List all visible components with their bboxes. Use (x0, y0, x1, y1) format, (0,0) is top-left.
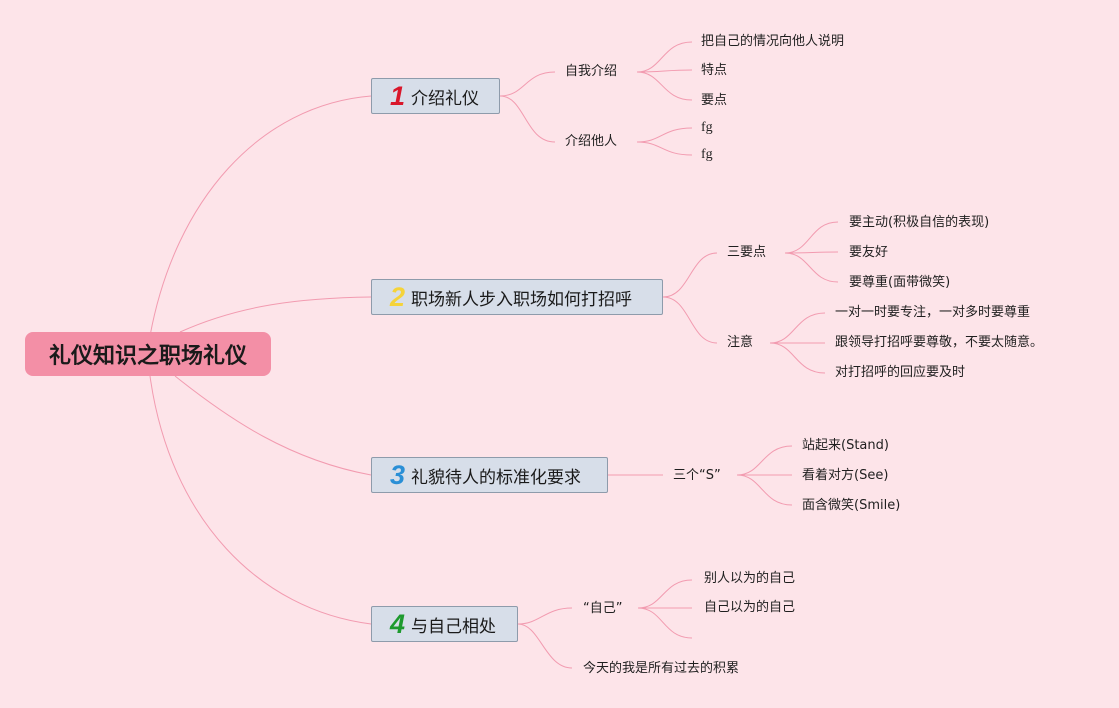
link-s3-l3 (784, 252, 839, 283)
subtopic-self-intro[interactable]: 自我介绍 (565, 64, 618, 79)
leaf-topic[interactable]: 别人以为的自己 (704, 571, 796, 586)
subtopic-three-s[interactable]: 三个“S” (673, 468, 721, 483)
branch-title: 职场新人步入职场如何打招呼 (411, 289, 633, 310)
link-b1-s1 (499, 71, 556, 97)
leaf-topic[interactable]: 特点 (701, 63, 728, 78)
link-s3-l2 (784, 251, 839, 254)
link-b1-s2 (499, 95, 556, 143)
branch-title: 礼貌待人的标准化要求 (411, 467, 582, 488)
link-s5-l3 (736, 474, 793, 506)
link-s1-l3 (636, 71, 693, 101)
link-s2-l2 (636, 141, 693, 156)
number-four-icon: 4 (390, 608, 406, 639)
leaf-topic[interactable]: 要友好 (849, 245, 889, 260)
leaf-topic[interactable]: 要主动(积极自信的表现) (849, 215, 990, 230)
root-topic[interactable]: 礼仪知识之职场礼仪 (25, 332, 271, 376)
leaf-topic[interactable]: 站起来(Stand) (802, 438, 889, 453)
leaf-topic[interactable]: 对打招呼的回应要及时 (835, 365, 966, 380)
leaf-topic[interactable]: 要尊重(面带微笑) (849, 275, 951, 290)
leaf-topic[interactable]: fg (701, 120, 713, 135)
number-three-icon: 3 (390, 459, 406, 490)
link-b4-s1 (517, 607, 573, 625)
link-s3-l1 (784, 221, 839, 254)
branch-topic-3[interactable]: 3 礼貌待人的标准化要求 (371, 457, 608, 493)
link-s6-l1 (637, 579, 693, 609)
link-s1-l1 (636, 41, 693, 73)
link-b2-s2 (662, 296, 718, 344)
subtopic-accumulation[interactable]: 今天的我是所有过去的积累 (583, 661, 740, 676)
subtopic-self[interactable]: “自己” (583, 601, 623, 616)
leaf-topic[interactable]: 一对一时要专注，一对多时要尊重 (835, 305, 1031, 320)
leaf-topic[interactable]: 要点 (701, 93, 728, 108)
link-s4-l3 (769, 342, 826, 374)
leaf-topic[interactable]: 自己以为的自己 (704, 600, 796, 615)
branch-topic-2[interactable]: 2 职场新人步入职场如何打招呼 (371, 279, 663, 315)
subtopic-notes[interactable]: 注意 (727, 335, 754, 350)
link-s2-l1 (636, 127, 693, 143)
branch-title: 介绍礼仪 (411, 88, 480, 109)
link-root-b3 (174, 375, 372, 476)
subtopic-introduce-others[interactable]: 介绍他人 (565, 134, 618, 149)
link-s1-l2 (636, 69, 693, 73)
number-one-icon: 1 (390, 80, 406, 111)
link-s4-l1 (769, 312, 826, 344)
link-s5-l1 (736, 445, 793, 476)
leaf-topic[interactable]: 跟领导打招呼要尊敬，不要太随意。 (835, 335, 1044, 350)
link-root-b2 (179, 296, 372, 333)
link-b4-s2 (517, 623, 573, 669)
leaf-topic[interactable]: fg (701, 147, 713, 162)
link-root-b1 (149, 95, 372, 337)
leaf-topic[interactable]: 把自己的情况向他人说明 (701, 34, 845, 49)
number-two-icon: 2 (390, 281, 406, 312)
branch-title: 与自己相处 (411, 616, 497, 637)
link-s6-l3 (637, 607, 693, 639)
subtopic-three-points[interactable]: 三要点 (727, 245, 767, 260)
branch-topic-1[interactable]: 1 介绍礼仪 (371, 78, 500, 114)
link-b2-s1 (662, 252, 718, 298)
branch-topic-4[interactable]: 4 与自己相处 (371, 606, 518, 642)
link-root-b4 (149, 375, 372, 625)
leaf-topic[interactable]: 看着对方(See) (802, 468, 889, 483)
leaf-topic[interactable]: 面含微笑(Smile) (802, 498, 901, 513)
